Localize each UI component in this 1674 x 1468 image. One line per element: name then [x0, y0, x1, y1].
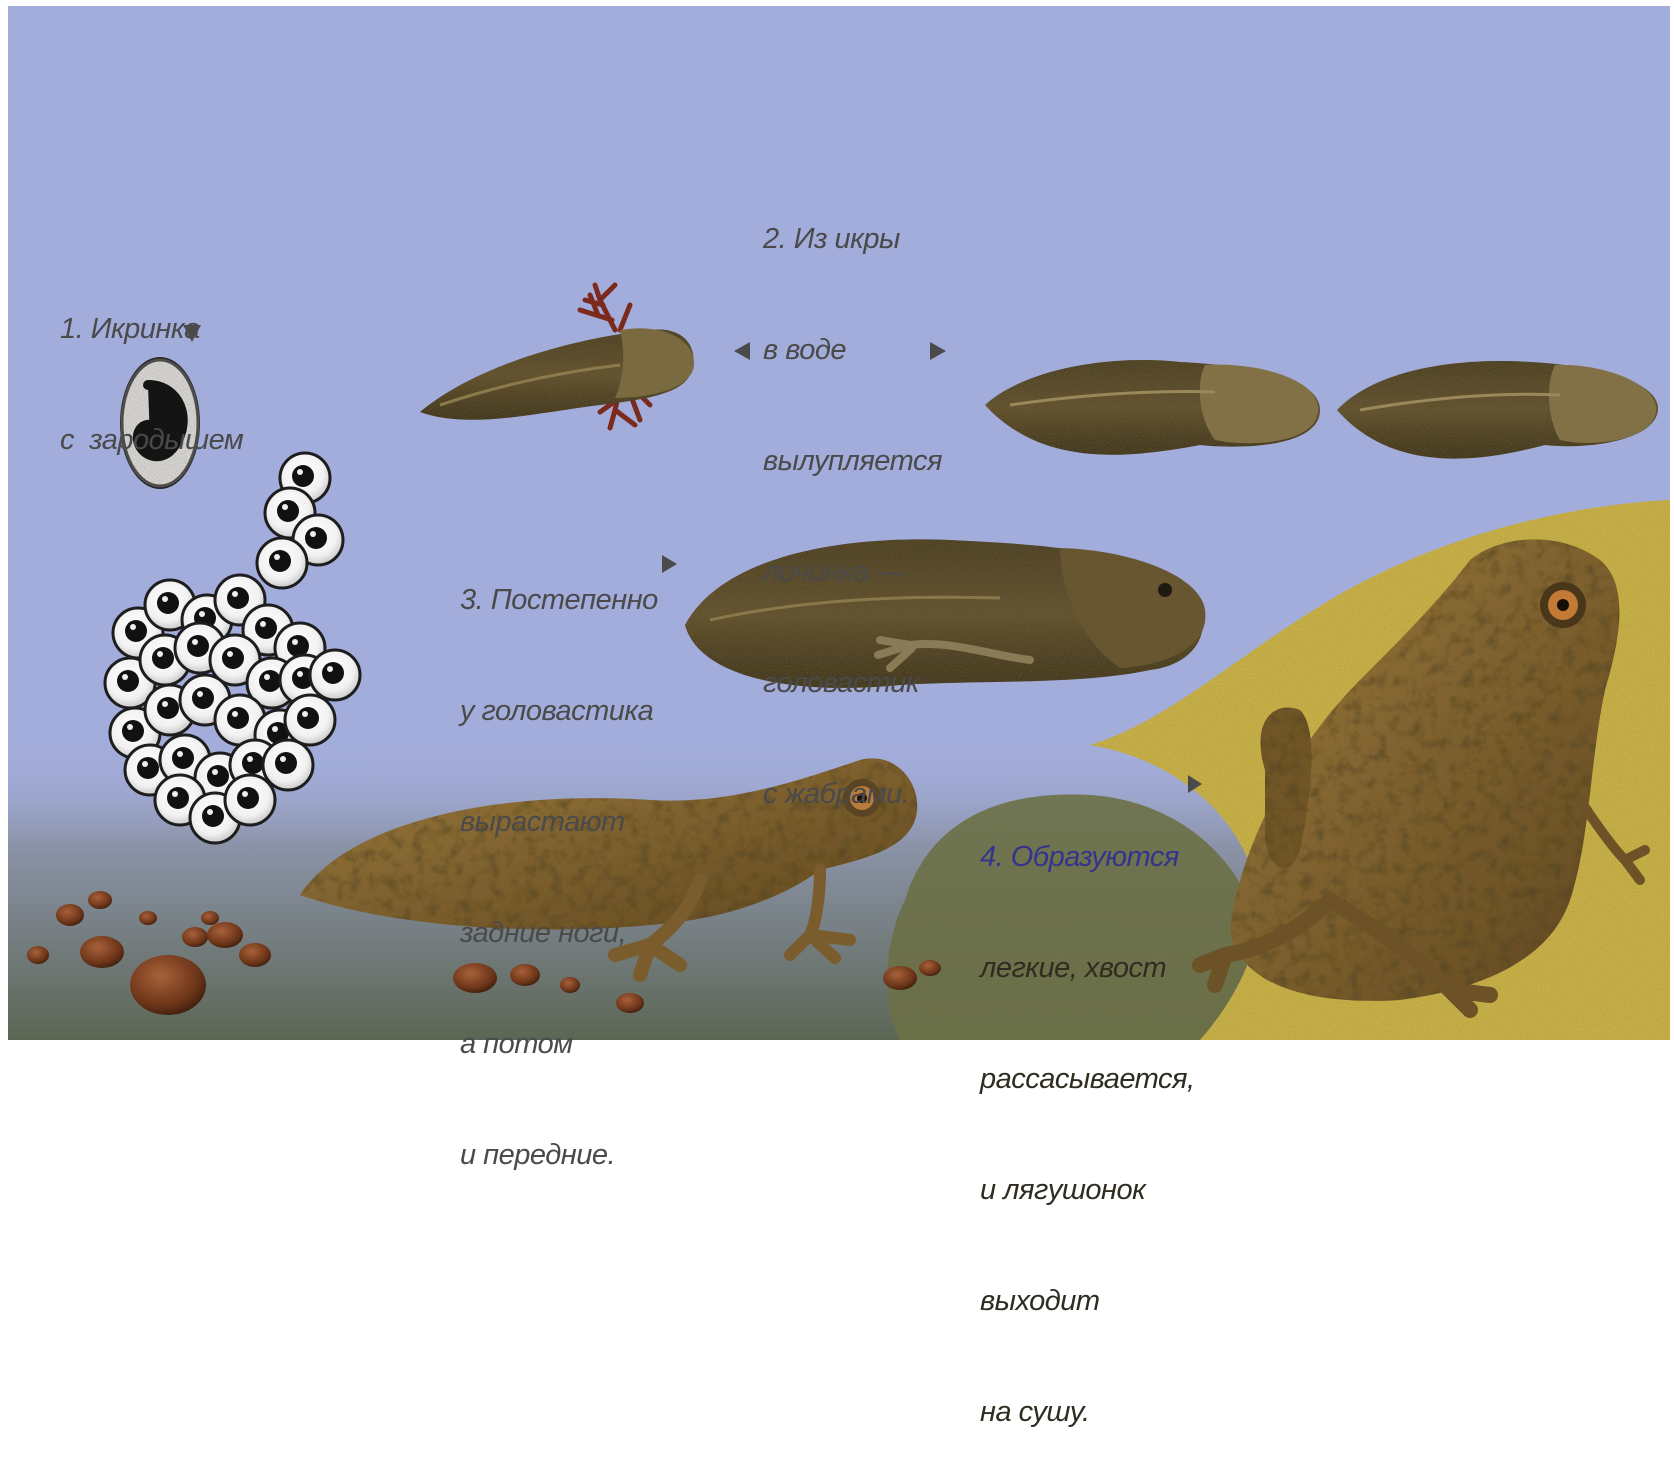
caption-3-line-2: у головастика [460, 693, 658, 730]
pebble [80, 936, 124, 968]
caption-3-legs: 3. Постепенно у головастика вырастают за… [460, 508, 658, 1211]
caption-2-larva: 2. Из икры в воде вылупляется личинка — … [763, 147, 942, 850]
pebble [883, 966, 917, 990]
caption-2-line-1: 2. Из икры [763, 221, 942, 258]
pebble [182, 927, 208, 947]
caption-2-line-6: с жабрами. [763, 776, 942, 813]
caption-4-line-3: рассасывается, [980, 1061, 1195, 1098]
pebble [27, 946, 49, 964]
caption-4-line-6: на сушу. [980, 1394, 1195, 1431]
frog-egg [225, 775, 275, 825]
caption-3-line-1: 3. Постепенно [460, 582, 658, 619]
caption-3-line-4: задние ноги, [460, 915, 658, 952]
caption-4-line-5: выходит [980, 1283, 1195, 1320]
caption-3-line-3: вырастают [460, 804, 658, 841]
pebble [239, 943, 271, 967]
frog-egg [263, 740, 313, 790]
caption-2-line-5: головастик [763, 665, 942, 702]
frog-egg [285, 695, 335, 745]
caption-1-line-2: с зародышем [60, 422, 243, 459]
pebble [56, 904, 84, 926]
caption-1-line-1: 1. Икринка [60, 311, 243, 348]
caption-4-land: 4. Образуются легкие, хвост рассасываетс… [980, 765, 1195, 1468]
pebble [88, 891, 112, 909]
caption-3-line-6: и передние. [460, 1137, 658, 1174]
pebble [201, 911, 219, 925]
caption-4-line-1: 4. Образуются [980, 839, 1195, 876]
caption-4-line-2: легкие, хвост [980, 950, 1195, 987]
caption-1-egg: 1. Икринка с зародышем [60, 237, 243, 496]
caption-3-line-5: а потом [460, 1026, 658, 1063]
pebble [139, 911, 157, 925]
pebble [919, 960, 941, 976]
caption-4-line-4: и лягушонок [980, 1172, 1195, 1209]
frog-egg [310, 650, 360, 700]
caption-2-line-3: вылупляется [763, 443, 942, 480]
pebble [130, 955, 206, 1015]
caption-2-line-2: в воде [763, 332, 942, 369]
caption-2-line-4: личинка — [763, 554, 942, 591]
pebble [207, 922, 243, 948]
frog-egg [257, 538, 307, 588]
